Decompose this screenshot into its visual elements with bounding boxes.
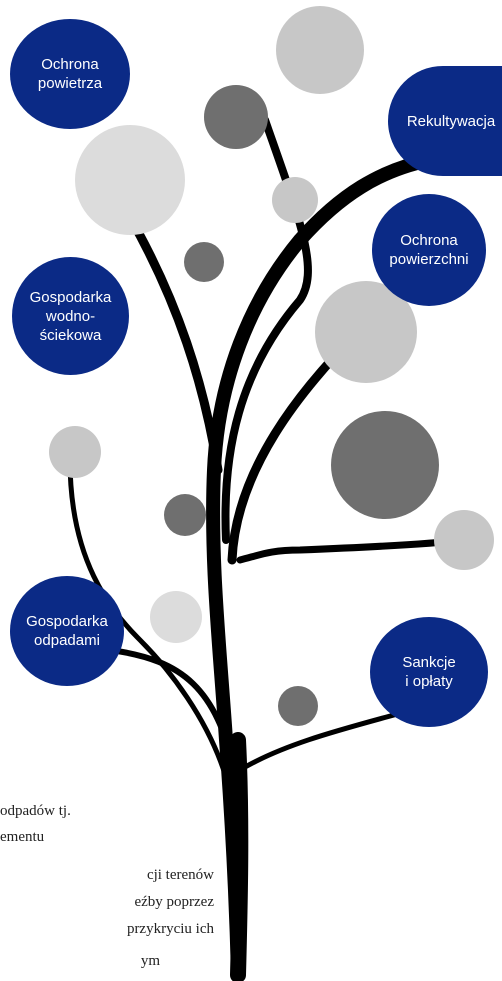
circle-dark-small-left (184, 242, 224, 282)
node-rekultywacja-label: Rekultywacja (406, 112, 496, 130)
branch-left-low (107, 647, 238, 773)
circle-light-right (315, 281, 417, 383)
node-sankcje-i-oplaty-label: Sankcje i opłaty (402, 654, 456, 690)
circle-light-right-low (434, 510, 494, 570)
branch-right-low (236, 536, 469, 564)
node-gospodarka-wodno-sciekowa-label: Gospodarka wodno- ściekowa (29, 288, 112, 344)
node-gospodarka-odpadami-label: Gospodarka odpadami (26, 613, 108, 649)
circle-dark-top (204, 85, 268, 149)
circle-dark-mid-left (164, 494, 206, 536)
body-text-line-3: cji terenów (146, 867, 214, 883)
circle-dark-low-center (278, 686, 318, 726)
circle-light-left (49, 426, 101, 478)
trunk-base (230, 732, 249, 981)
body-text-line-4: eźby poprzez (134, 894, 214, 910)
node-ochrona-powietrza: Ochrona powietrza (10, 19, 130, 129)
node-ochrona-powietrza-label: Ochrona powietrza (37, 56, 103, 92)
body-text-line-6: ym (140, 953, 160, 969)
body-text-line-1: odpadów tj. (0, 803, 71, 819)
circle-light-top-center (276, 6, 364, 94)
body-text-line-5: przykryciu ich (126, 921, 214, 937)
circle-lighter-left-low (150, 591, 202, 643)
tree-branches (67, 116, 469, 981)
circle-light-small-center (272, 177, 318, 223)
trunk (206, 153, 437, 981)
circle-lighter-upper-left (75, 125, 185, 235)
decorative-circles (49, 6, 494, 726)
branch-left-mid (67, 457, 235, 803)
node-gospodarka-odpadami: Gospodarka odpadami (10, 576, 124, 686)
branch-upper-left (115, 195, 223, 475)
node-ochrona-powierzchni-label: Ochrona powierzchni (389, 232, 469, 268)
body-text-line-2: ementu (0, 829, 45, 845)
circle-dark-big-right (331, 411, 439, 519)
node-ochrona-powierzchni: Ochrona powierzchni (372, 194, 486, 306)
node-gospodarka-wodno-sciekowa: Gospodarka wodno- ściekowa (12, 257, 129, 375)
node-sankcje-i-oplaty: Sankcje i opłaty (370, 617, 488, 727)
node-rekultywacja: Rekultywacja (388, 66, 502, 176)
